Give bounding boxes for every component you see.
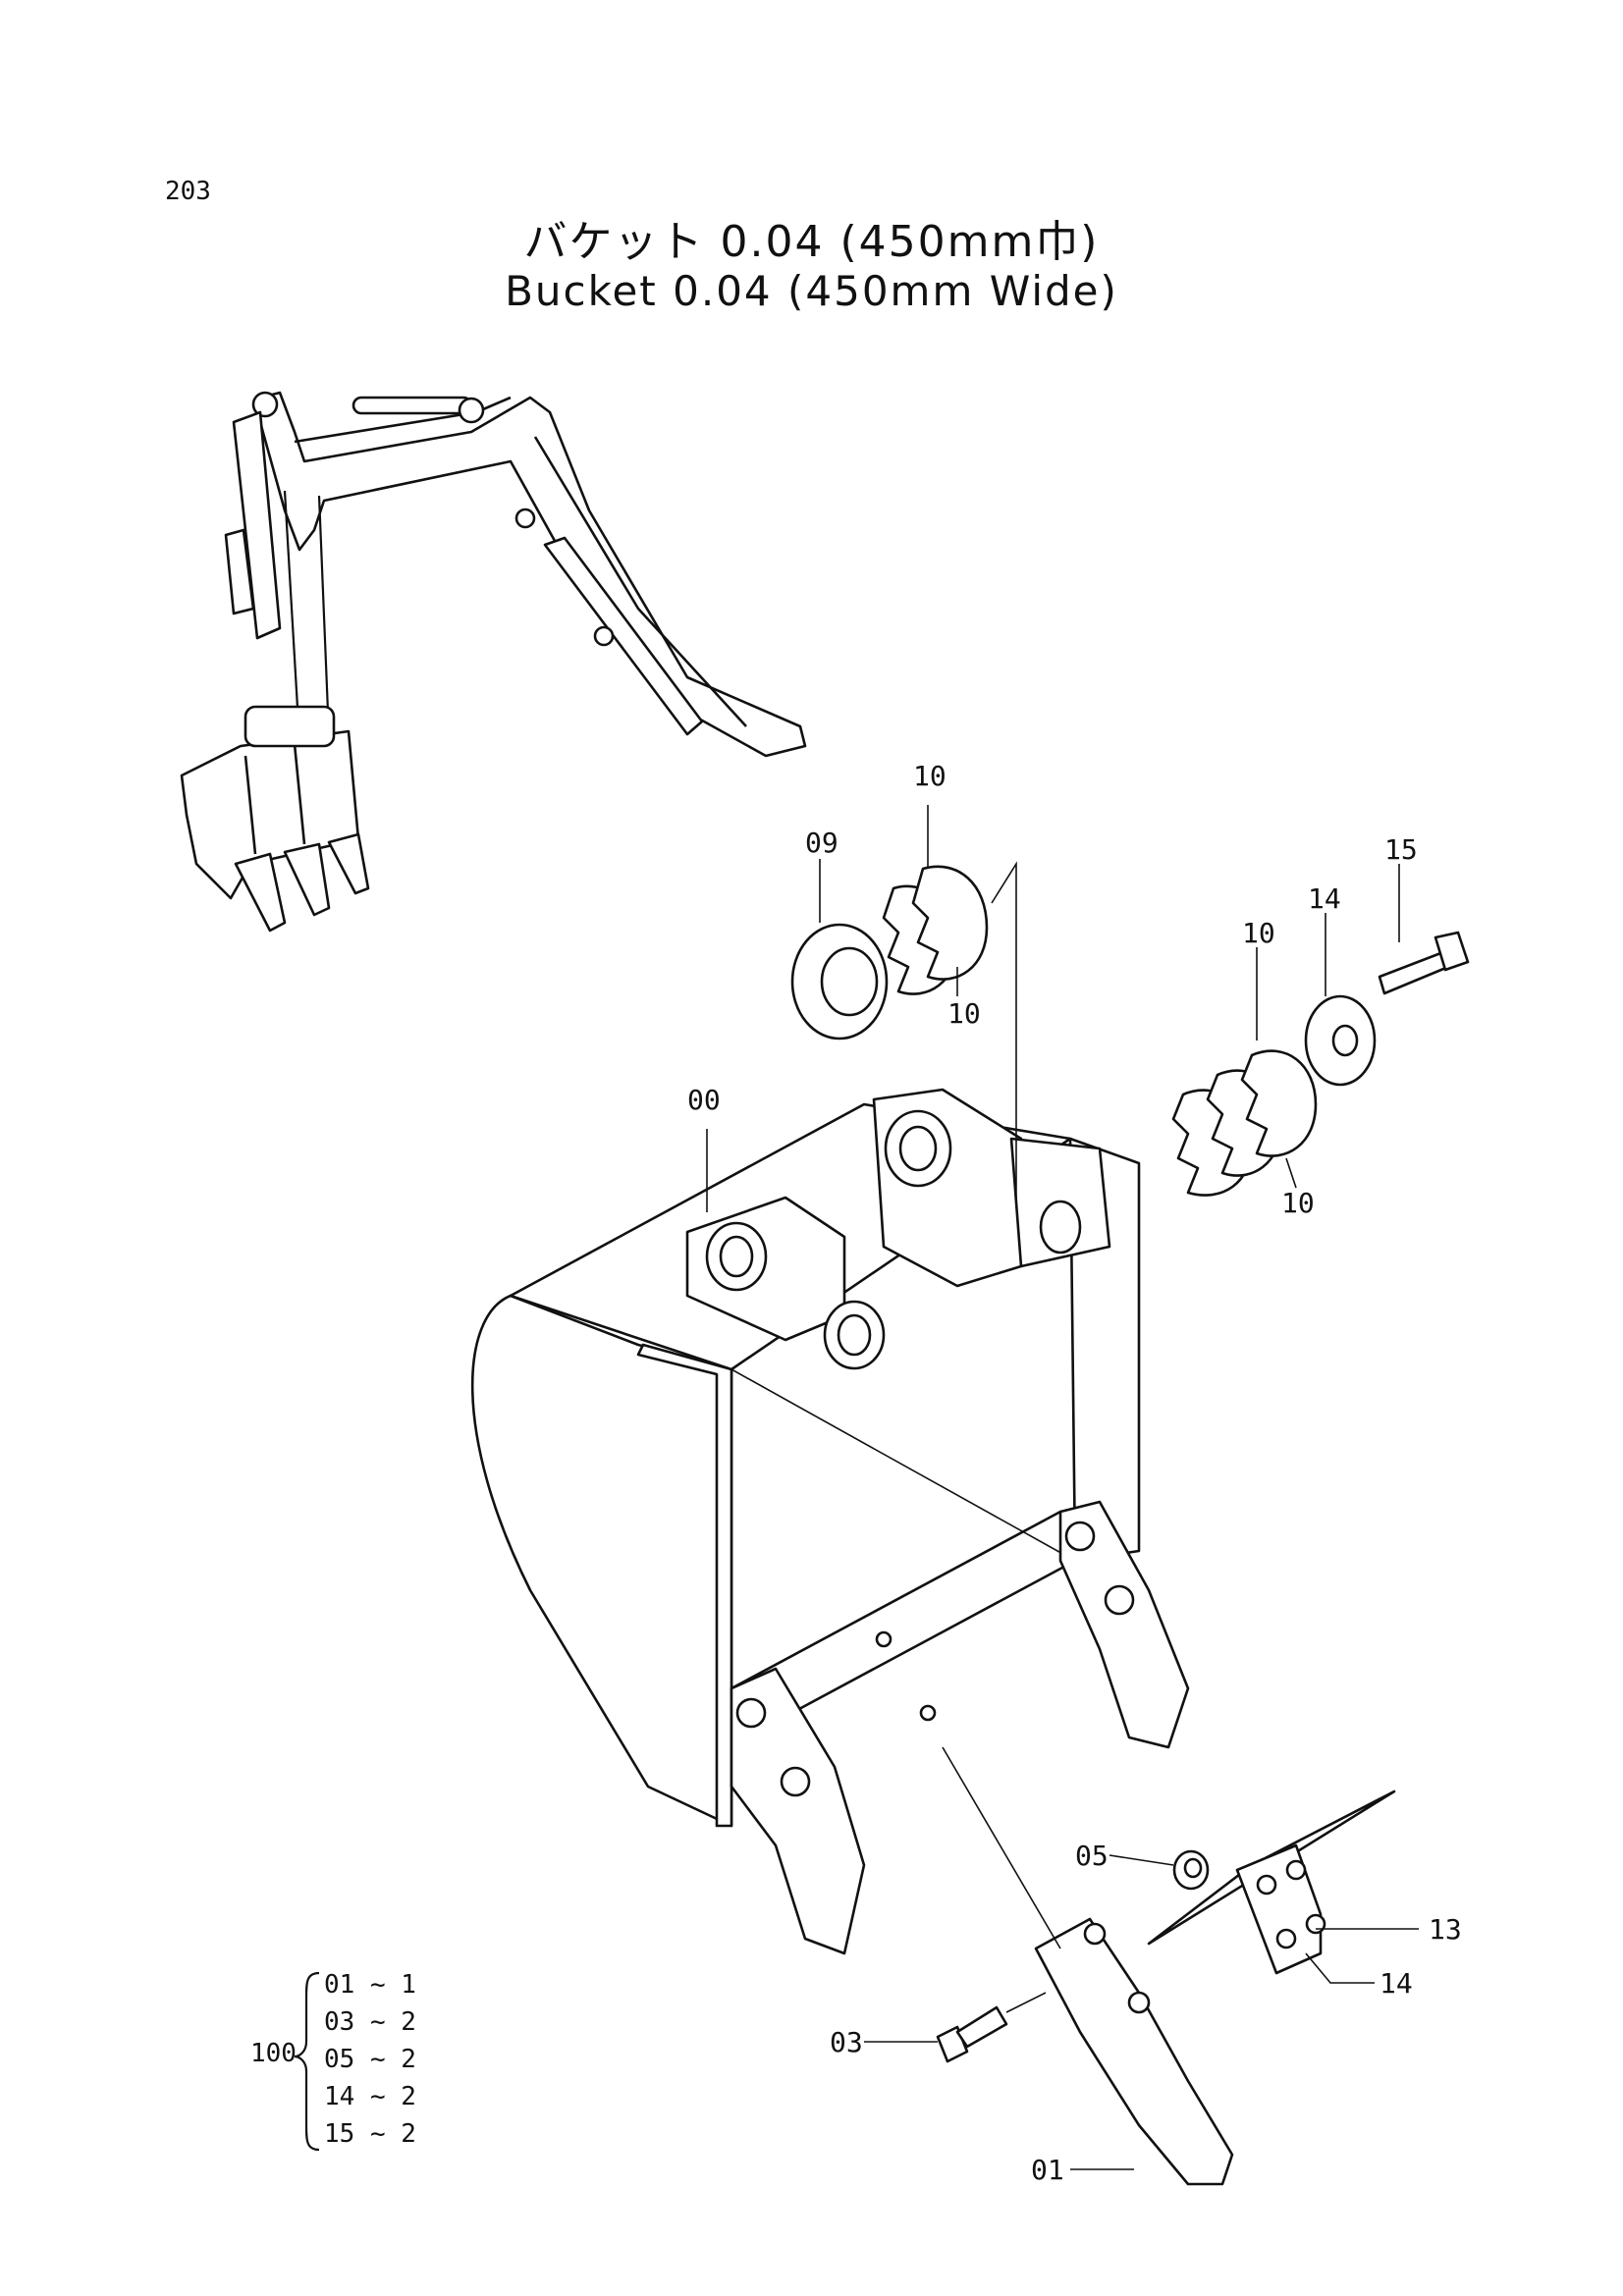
- kit-item: 05 ~ 2: [324, 2045, 416, 2074]
- callout-10: 10: [1242, 917, 1275, 949]
- excavator-arm-overview: [180, 391, 807, 933]
- callout-10: 10: [913, 760, 947, 792]
- kit-list: 100 01 ~ 1 03 ~ 2 05 ~ 2 14 ~ 2 15 ~ 2: [250, 1970, 416, 2152]
- kit-number: 100: [250, 2039, 297, 2068]
- kit-item: 15 ~ 2: [324, 2119, 416, 2149]
- page-number: 203: [165, 177, 211, 206]
- callout-09: 09: [805, 827, 839, 859]
- part-10-shims-upper: [882, 865, 989, 995]
- part-03-bolt: [936, 2005, 1008, 2063]
- leader-lines: [706, 805, 1419, 2170]
- part-10-shims-right: [1171, 1049, 1318, 1197]
- part-09-bushing: [790, 923, 889, 1041]
- callout-00: 00: [687, 1084, 721, 1116]
- callout-12: 14: [1308, 882, 1341, 915]
- callout-15: 14: [1380, 1967, 1413, 2000]
- kit-item: 14 ~ 2: [324, 2082, 416, 2111]
- callout-13: 15: [1384, 833, 1418, 866]
- callout-03: 03: [830, 2026, 863, 2058]
- title-english: Bucket 0.04 (450mm Wide): [505, 267, 1118, 315]
- callout-05: 05: [1075, 1840, 1109, 1872]
- part-01-tooth: [1034, 1917, 1234, 2186]
- kit-item: 03 ~ 2: [324, 2007, 416, 2037]
- part-05-nut: [1172, 1849, 1210, 1891]
- callout-01: 01: [1031, 2154, 1064, 2186]
- callout-10: 10: [947, 997, 981, 1030]
- part-12-washer: [1304, 994, 1377, 1087]
- callout-10: 10: [1281, 1187, 1315, 1219]
- kit-item: 01 ~ 1: [324, 1970, 416, 2000]
- bucket-body: [470, 1088, 1190, 1955]
- part-14-15-side-cutter: [1147, 1789, 1396, 1975]
- callout-14: 13: [1429, 1913, 1462, 1946]
- title-japanese: バケット 0.04 (450mm巾): [523, 217, 1100, 267]
- part-13-bolt: [1378, 931, 1470, 995]
